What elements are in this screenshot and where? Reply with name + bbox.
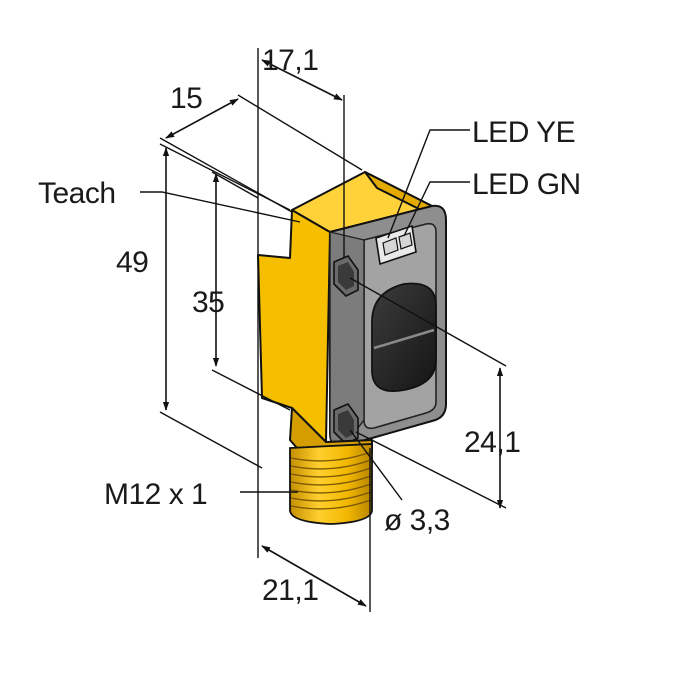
teach-leader: [140, 191, 301, 223]
led-ye-indicator: [382, 237, 399, 256]
optical-lens: [371, 282, 437, 392]
label-led-gn: LED GN: [472, 168, 581, 201]
housing-left-side: [257, 209, 331, 443]
dimension-labels: 17,1 15 Teach 49 35 LED YE LED GN 24,1 M…: [38, 44, 581, 607]
m12-connector-thread: [289, 443, 373, 525]
hole-leader: [349, 429, 403, 501]
led-ye-leader: [387, 129, 470, 239]
mounting-hole-lower: [333, 403, 359, 445]
led-gn-indicator: [398, 232, 413, 250]
dim-21-1-arrow: [261, 545, 367, 607]
label-dim-21-1: 21,1: [262, 574, 318, 607]
dim-15-arrow: [165, 98, 239, 139]
mounting-hole-upper: [333, 255, 359, 297]
label-dim-17-1: 17,1: [262, 44, 318, 77]
label-dim-24-1: 24,1: [464, 426, 520, 459]
label-hole-diameter: ø 3,3: [384, 504, 450, 537]
label-dim-49: 49: [116, 246, 148, 279]
sensor-housing: [257, 171, 447, 525]
label-led-ye: LED YE: [472, 116, 575, 149]
led-window: [375, 224, 417, 266]
led-gn-leader: [403, 181, 470, 237]
dim-17-1-arrow: [261, 59, 343, 101]
label-dim-15: 15: [170, 82, 202, 115]
label-thread: M12 x 1: [104, 478, 207, 511]
dimension-lines: [140, 48, 507, 612]
label-teach: Teach: [38, 177, 116, 210]
label-dim-35: 35: [192, 286, 224, 319]
